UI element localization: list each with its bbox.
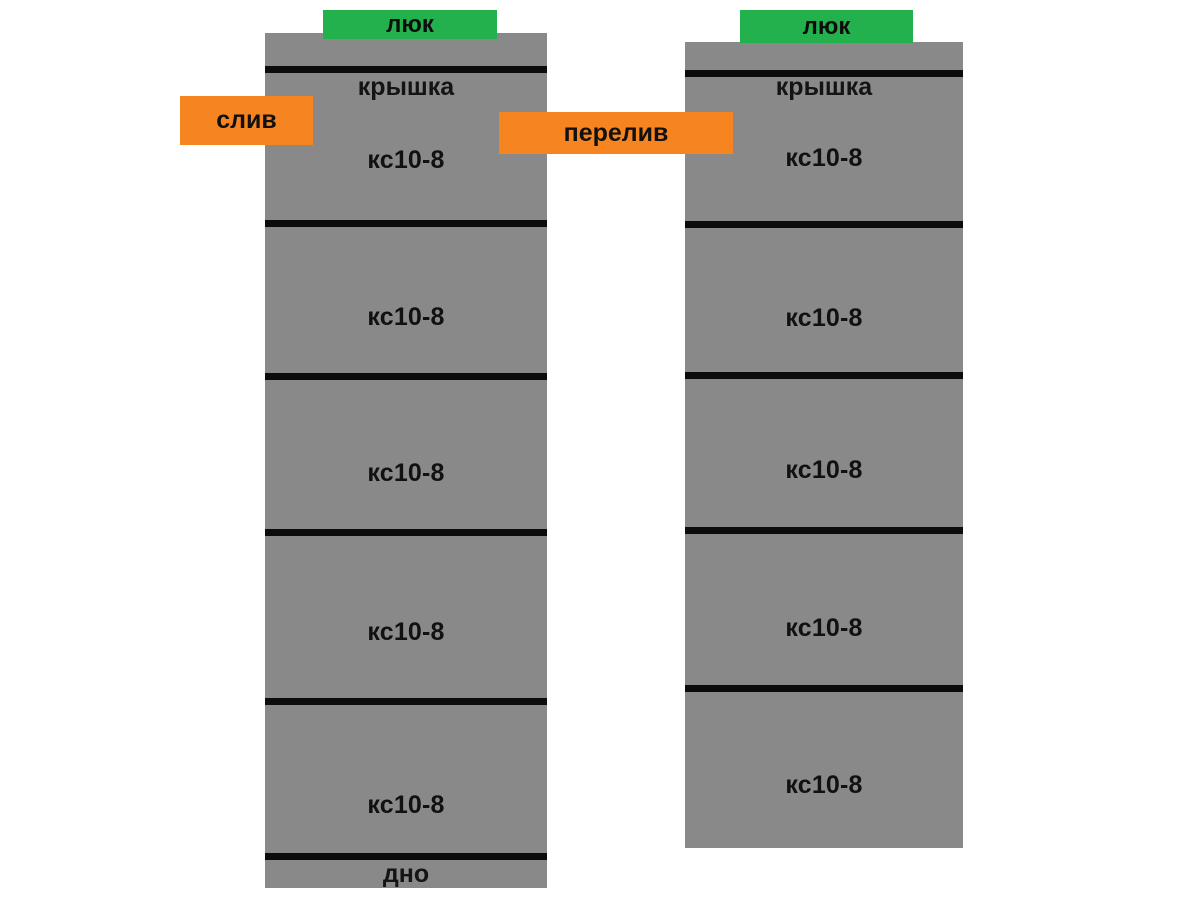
left-well-hatch-label: люк bbox=[323, 10, 497, 39]
right-well-ring-line-2 bbox=[685, 372, 963, 379]
right-well-ring-line-4 bbox=[685, 685, 963, 692]
left-well-ring-label-5: кс10-8 bbox=[367, 791, 445, 819]
left-well-cover-label: крышка bbox=[357, 73, 455, 101]
right-well-ring-label-2: кс10-8 bbox=[785, 304, 863, 332]
left-well-bottom-label: дно bbox=[382, 860, 430, 888]
left-well-ring-line-2 bbox=[265, 373, 547, 380]
right-well-ring-line-3 bbox=[685, 527, 963, 534]
overflow-pipe-label: перелив bbox=[499, 112, 733, 154]
right-well-ring-label-4: кс10-8 bbox=[785, 614, 863, 642]
right-well-cover-label: крышка bbox=[775, 73, 873, 101]
left-well-ring-label-2: кс10-8 bbox=[367, 303, 445, 331]
drain-pipe-label: слив bbox=[180, 96, 313, 145]
left-well-ring-label-1: кс10-8 bbox=[367, 146, 445, 174]
left-well-ring-line-3 bbox=[265, 529, 547, 536]
right-well-ring-label-5: кс10-8 bbox=[785, 771, 863, 799]
left-well-ring-line-4 bbox=[265, 698, 547, 705]
right-well-cover-line bbox=[685, 70, 963, 77]
right-well-ring-line-1 bbox=[685, 221, 963, 228]
right-well-ring-label-3: кс10-8 bbox=[785, 456, 863, 484]
left-well-ring-label-3: кс10-8 bbox=[367, 459, 445, 487]
left-well-cover-line bbox=[265, 66, 547, 73]
left-well-body: крышка кс10-8 кс10-8 кс10-8 кс10-8 кс10-… bbox=[265, 33, 547, 888]
right-well-hatch-label: люк bbox=[740, 10, 913, 43]
left-well-ring-label-4: кс10-8 bbox=[367, 618, 445, 646]
left-well-bottom-line bbox=[265, 853, 547, 860]
left-well-ring-line-1 bbox=[265, 220, 547, 227]
right-well-body: крышка кс10-8 кс10-8 кс10-8 кс10-8 кс10-… bbox=[685, 42, 963, 848]
right-well-ring-label-1: кс10-8 bbox=[785, 144, 863, 172]
